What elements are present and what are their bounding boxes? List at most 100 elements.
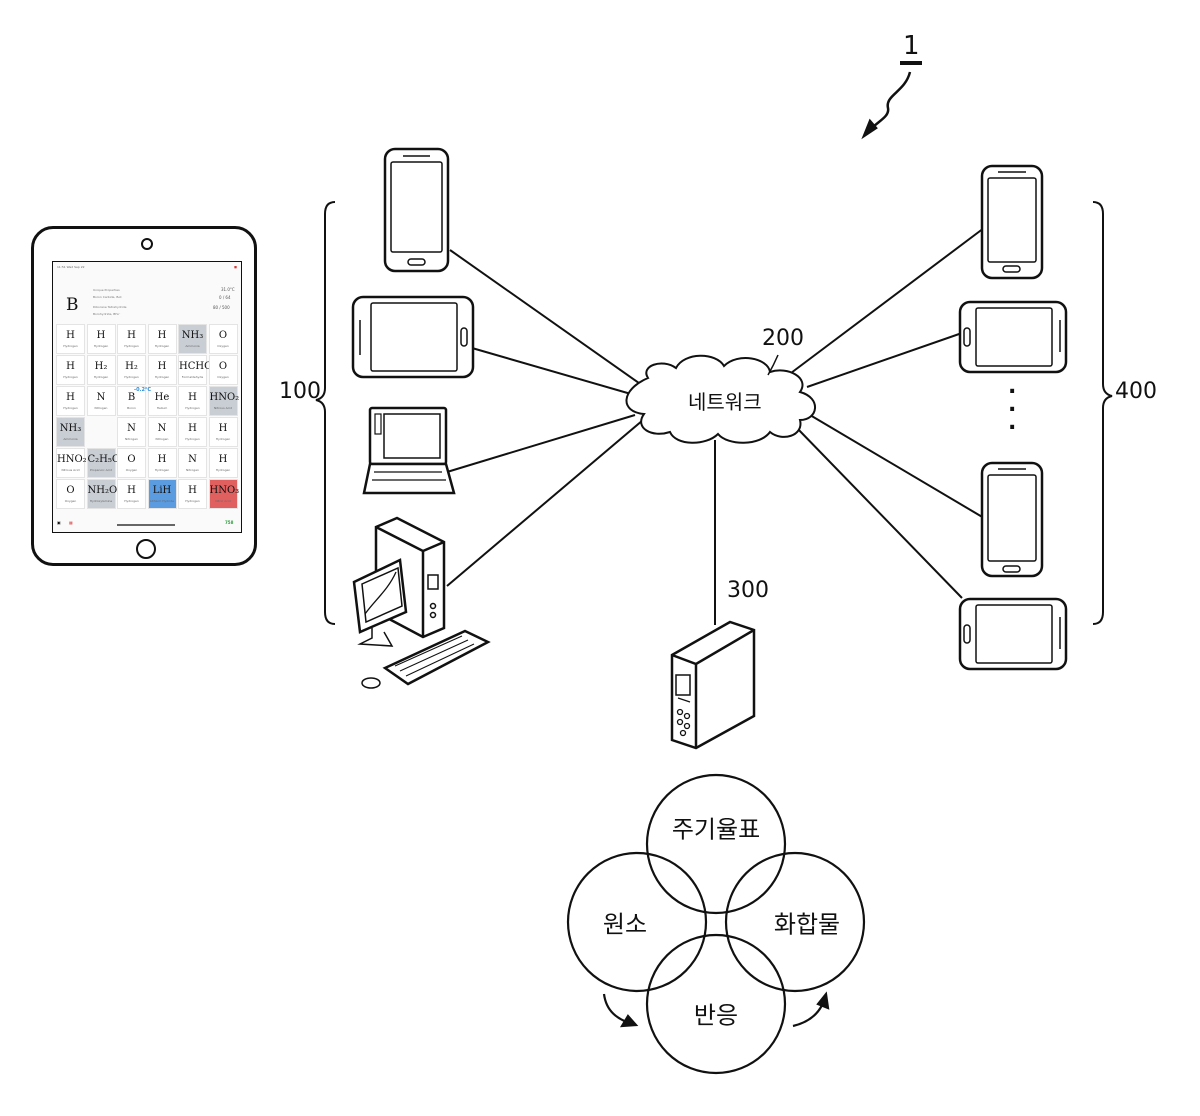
element-cell[interactable]: NH₃ Ammonia	[178, 324, 207, 354]
brace-right	[1093, 202, 1112, 624]
element-name: Helium	[149, 406, 176, 410]
element-symbol: O	[118, 455, 145, 465]
element-cell[interactable]: HHydrogen	[178, 479, 207, 509]
phone-landscape-icon	[960, 599, 1066, 669]
element-cell[interactable]: H₂Hydrogen	[87, 355, 116, 385]
element-symbol: H	[118, 331, 145, 341]
camera-icon	[141, 238, 153, 250]
element-symbol: He	[149, 393, 176, 403]
option-item[interactable]: Diborane Tetrahydride	[93, 305, 126, 309]
element-cell[interactable]: NNitrogen	[148, 417, 177, 447]
element-name: Hydrogen	[210, 468, 237, 472]
element-name: Hydrogen	[57, 375, 84, 379]
element-cell[interactable]: HHydrogen	[209, 417, 238, 447]
home-button[interactable]	[136, 539, 156, 559]
element-symbol: N	[149, 424, 176, 434]
element-name: Oxygen	[210, 344, 237, 348]
option-item[interactable]: Boron Carbide, B₄C	[93, 295, 122, 299]
element-symbol: O	[210, 362, 237, 372]
phone-landscape-icon	[353, 297, 473, 377]
element-symbol: HNO₂	[210, 393, 237, 403]
element-cell[interactable]: N Nitrogen	[87, 386, 116, 416]
element-symbol: LiH	[149, 486, 176, 496]
element-cell[interactable]: HHydrogen	[56, 324, 85, 354]
element-cell[interactable]: O Oxygen	[209, 355, 238, 385]
element-cell[interactable]: HHydrogen	[56, 386, 85, 416]
element-name: Nitric Acid	[210, 499, 237, 503]
element-name: Nitrogen	[88, 406, 115, 410]
progress-count: 0 / 64	[219, 295, 231, 300]
tablet-screen: 11:51 Wed Sep 22 ■ B Unique Properties B…	[52, 261, 242, 533]
element-symbol: HNO₂	[57, 455, 84, 465]
element-cell[interactable]: HCHOFormaldehyde	[178, 355, 207, 385]
element-cell[interactable]: C₂H₅COOHPropanoic Acid	[87, 448, 116, 478]
element-name: Hydrogen	[118, 344, 145, 348]
element-cell[interactable]: OOxygen	[56, 479, 85, 509]
element-cell[interactable]: HHydrogen	[148, 324, 177, 354]
element-symbol: HNO₃	[210, 486, 237, 496]
laptop-icon	[364, 408, 454, 493]
element-cell[interactable]: NH₂OHHydroxylamine	[87, 479, 116, 509]
element-cell[interactable]: HNO₂Nitrous Acid	[56, 448, 85, 478]
options-header: Unique Properties	[93, 288, 120, 292]
element-cell[interactable]: H Hydrogen	[56, 355, 85, 385]
element-cell[interactable]: NNitrogen	[178, 448, 207, 478]
element-name: Hydrogen	[210, 437, 237, 441]
element-symbol: H	[57, 362, 84, 372]
element-name: Ammonia	[57, 437, 84, 441]
element-cell[interactable]: OOxygen	[117, 448, 146, 478]
trash-icon[interactable]: ▦	[69, 520, 73, 525]
link-tablet-device-b	[807, 333, 962, 387]
element-symbol: H	[88, 331, 115, 341]
element-symbol: NH₃	[179, 331, 206, 341]
network-label: 네트워크	[688, 392, 762, 412]
link-phone-b	[787, 228, 984, 376]
element-symbol: N	[88, 393, 115, 403]
element-cell[interactable]: HHydrogen	[148, 448, 177, 478]
element-name: Hydrogen	[179, 437, 206, 441]
element-cell[interactable]: LiHLithium Hydride	[148, 479, 177, 509]
element-cell[interactable]: OOxygen	[209, 324, 238, 354]
element-cell[interactable]: HHydrogen	[209, 448, 238, 478]
element-cell[interactable]: HHydrogen	[148, 355, 177, 385]
element-cell[interactable]: HeHelium	[148, 386, 177, 416]
element-cell[interactable]: HNO₃ Nitric Acid	[209, 479, 238, 509]
link-tablet-device-c	[795, 426, 962, 598]
element-cell[interactable]: H Hydrogen	[117, 324, 146, 354]
battery-icon: ■	[234, 265, 237, 269]
element-cell[interactable]: HNO₂ Nitrous Acid	[209, 386, 238, 416]
element-cell[interactable]: NH₃Ammonia	[56, 417, 85, 447]
element-cell[interactable]: H₂Hydrogen	[117, 355, 146, 385]
home-indicator	[117, 524, 175, 526]
element-symbol: H	[149, 362, 176, 372]
menu-icon[interactable]: ▣	[57, 520, 61, 525]
element-name: Nitrogen	[118, 437, 145, 441]
bottom-score: 758	[225, 520, 233, 525]
element-name: Nitrogen	[179, 468, 206, 472]
link-desktop	[447, 420, 643, 586]
ellipsis-dots: . . .	[1008, 378, 1016, 432]
option-item[interactable]: Borohydride, BH₄⁻	[93, 312, 120, 316]
link-tablet-device-a	[472, 348, 631, 394]
phone-icon	[982, 463, 1042, 576]
selected-element-symbol: B	[66, 295, 79, 315]
score-line: 80 / 500	[213, 305, 230, 310]
element-name: Oxygen	[210, 375, 237, 379]
element-cell[interactable]: HHydrogen	[178, 386, 207, 416]
element-symbol: B	[118, 393, 145, 403]
element-name: Oxygen	[57, 499, 84, 503]
venn-label-element: 원소	[603, 905, 647, 940]
element-cell[interactable]: HHydrogen	[178, 417, 207, 447]
server-label: 300	[727, 580, 769, 602]
element-cell[interactable]: NNitrogen	[117, 417, 146, 447]
element-symbol: H	[149, 455, 176, 465]
element-name: Nitrous Acid	[210, 406, 237, 410]
element-name: Ammonia	[179, 344, 206, 348]
element-name: Propanoic Acid	[88, 468, 115, 472]
element-name: Hydrogen	[118, 375, 145, 379]
element-cell[interactable]: HHydrogen	[87, 324, 116, 354]
figure-number-label: 1	[903, 33, 920, 59]
element-cell[interactable]: HHydrogen	[117, 479, 146, 509]
tablet-device: 11:51 Wed Sep 22 ■ B Unique Properties B…	[31, 226, 257, 566]
